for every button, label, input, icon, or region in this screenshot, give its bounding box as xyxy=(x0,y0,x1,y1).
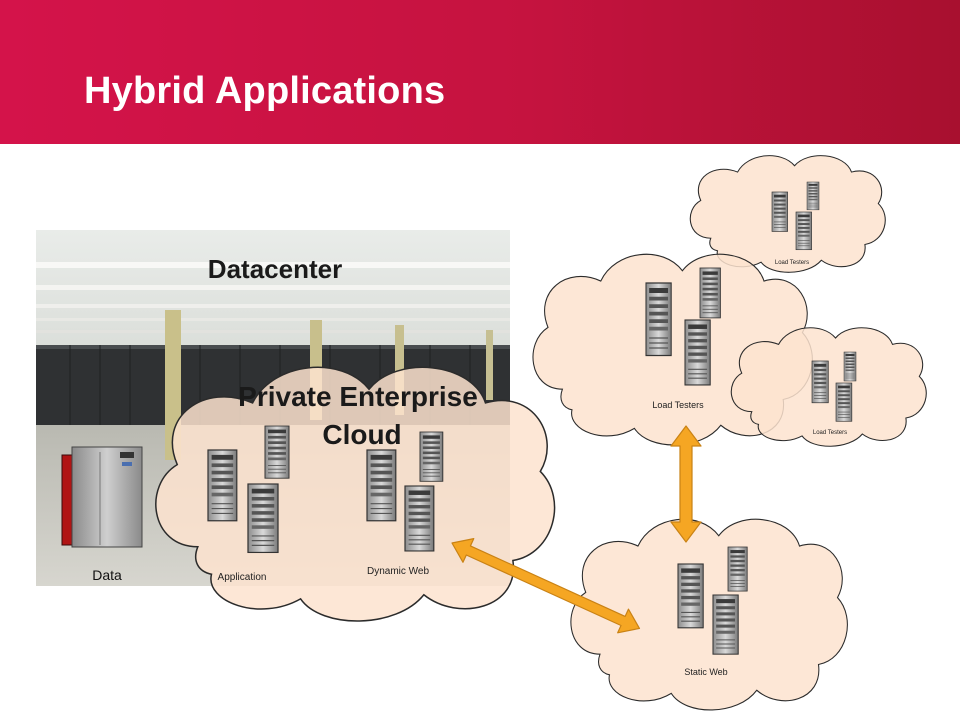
server-icon xyxy=(645,282,672,357)
server-icon xyxy=(677,563,704,629)
server-icon xyxy=(712,594,739,655)
data-label: Data xyxy=(92,567,122,583)
server-icon xyxy=(419,431,444,482)
server-icon xyxy=(366,449,397,522)
server-icon xyxy=(404,485,435,552)
arrow-dynamic-web-static-web xyxy=(451,538,641,634)
server-icon xyxy=(806,181,820,211)
server-icon xyxy=(247,483,279,554)
datacenter-label: Datacenter xyxy=(208,254,342,284)
title-bar: Hybrid Applications xyxy=(0,0,960,144)
application-label: Application xyxy=(218,572,267,583)
server-icon xyxy=(811,360,829,404)
mainframe-icon xyxy=(61,446,143,548)
server-icon xyxy=(207,449,238,522)
load-testers-main-label: Load Testers xyxy=(652,400,704,410)
server-icon xyxy=(699,267,721,319)
load-testers-cloud-right xyxy=(730,327,927,447)
slide-title: Hybrid Applications xyxy=(84,70,446,112)
server-icon xyxy=(843,351,857,382)
server-icon xyxy=(771,191,788,232)
static-web-label: Static Web xyxy=(684,667,727,677)
private-cloud-label-line2: Cloud xyxy=(322,419,401,450)
private-cloud-label-line1: Private Enterprise xyxy=(238,381,478,412)
server-icon xyxy=(727,546,748,592)
server-icon xyxy=(264,425,290,479)
server-icon xyxy=(684,319,711,386)
arrow-load-testers-static-web xyxy=(670,425,702,543)
load-testers-right-label: Load Testers xyxy=(813,430,847,436)
dynamic-web-label: Dynamic Web xyxy=(367,566,429,577)
server-icon xyxy=(835,382,853,422)
server-icon xyxy=(795,211,812,251)
load-testers-top-label: Load Testers xyxy=(775,260,809,266)
